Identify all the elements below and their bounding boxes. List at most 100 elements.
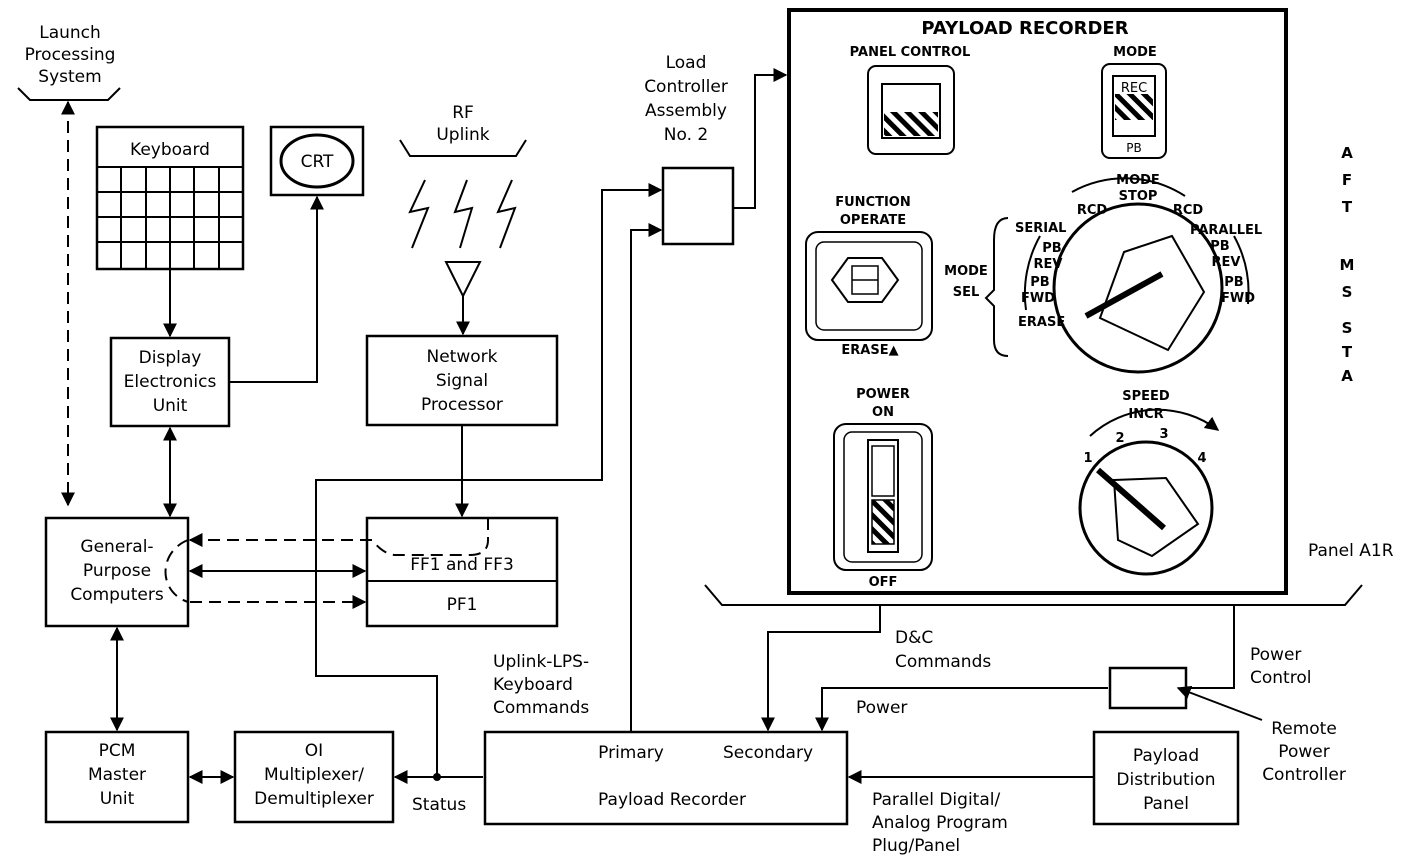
svg-text:1: 1 (1083, 451, 1092, 466)
svg-text:PB: PB (1210, 239, 1229, 254)
svg-text:REV: REV (1034, 257, 1063, 272)
panel-id-label: Panel A1R (1308, 541, 1394, 561)
svg-text:Master: Master (88, 765, 146, 785)
svg-text:OPERATE: OPERATE (840, 213, 906, 228)
svg-text:Payload: Payload (1133, 746, 1199, 766)
svg-text:M: M (1340, 256, 1355, 274)
svg-text:2: 2 (1115, 431, 1124, 446)
mode-pb-label: PB (1126, 141, 1141, 155)
general-purpose-computers: General- Purpose Computers (44, 516, 190, 628)
rf-uplink: RF Uplink (399, 103, 527, 299)
power-control-link (1186, 606, 1235, 689)
load-controller-assembly: Load Controller Assembly No. 2 (644, 53, 735, 246)
flight-forward-interfaces: FF1 and FF3 PF1 (365, 516, 559, 628)
svg-text:RCD: RCD (1077, 203, 1108, 218)
mode-rec-label: REC (1121, 81, 1147, 96)
keyboard: Keyboard (95, 125, 245, 271)
function-switch[interactable]: FUNCTION OPERATE ERASE▲ (805, 195, 933, 358)
svg-text:SERIAL: SERIAL (1015, 221, 1066, 236)
svg-text:MODE: MODE (1116, 173, 1160, 188)
svg-text:Network: Network (427, 347, 498, 367)
svg-text:S: S (1342, 319, 1353, 337)
svg-text:Display: Display (139, 348, 202, 368)
svg-text:CRT: CRT (301, 152, 334, 172)
deu-crt-link (229, 195, 324, 383)
svg-text:T: T (1342, 343, 1353, 361)
svg-text:T: T (1342, 198, 1353, 216)
svg-text:POWER: POWER (856, 387, 910, 402)
status-label: Status (412, 795, 466, 815)
power-label: Power (856, 698, 907, 718)
svg-text:Distribution: Distribution (1116, 770, 1215, 790)
svg-text:Purpose: Purpose (83, 561, 151, 581)
svg-text:Unit: Unit (153, 396, 188, 416)
speed-pointer (1096, 467, 1166, 531)
launch-processing-system: Launch Processing System (17, 23, 121, 101)
svg-text:RCD: RCD (1173, 203, 1204, 218)
svg-text:Unit: Unit (100, 789, 135, 809)
svg-text:Multiplexer/: Multiplexer/ (264, 765, 364, 785)
mode-pointer (1084, 271, 1164, 319)
svg-text:No. 2: No. 2 (664, 125, 708, 145)
svg-text:A: A (1341, 367, 1353, 385)
mode-indicator: REC PB (1101, 63, 1167, 159)
speed-incr-arc (1089, 408, 1220, 437)
dc-commands-link (761, 606, 881, 732)
power-switch[interactable]: POWER ON OFF (833, 387, 933, 590)
pf-label: PF1 (447, 595, 478, 615)
dc-commands-label: D&C Commands (895, 628, 991, 672)
crt: CRT (269, 125, 365, 197)
svg-text:Keyboard: Keyboard (493, 675, 573, 695)
svg-text:3: 3 (1159, 427, 1168, 442)
svg-text:Controller: Controller (1262, 765, 1346, 785)
panel-bracket (704, 584, 1363, 606)
mode-selector-dial[interactable]: MODE STOP RCD RCD SERIAL PARALLEL PB REV… (1015, 173, 1262, 374)
svg-text:MODE: MODE (1113, 45, 1157, 60)
svg-text:OI: OI (305, 741, 323, 761)
svg-text:REV: REV (1212, 255, 1241, 270)
payload-distribution-panel: Payload Distribution Panel (1092, 730, 1240, 826)
svg-text:PB: PB (1042, 241, 1061, 256)
svg-text:ON: ON (872, 405, 894, 420)
svg-text:Power: Power (1278, 742, 1329, 762)
svg-text:PB: PB (1030, 275, 1049, 290)
svg-text:Analog Program: Analog Program (872, 813, 1008, 833)
svg-text:Processing: Processing (25, 45, 116, 65)
aft-ms-sta-label: A F T M S S T A (1340, 144, 1355, 385)
svg-text:Parallel Digital/: Parallel Digital/ (872, 790, 1000, 810)
erase-arrow-label: ERASE▲ (841, 343, 898, 358)
svg-text:Launch: Launch (39, 23, 101, 43)
svg-text:SPEED: SPEED (1122, 389, 1170, 404)
svg-text:FWD: FWD (1021, 291, 1055, 306)
pcm-master-unit: PCM Master Unit (44, 730, 190, 824)
status-to-lca-link (315, 183, 663, 777)
primary-port: Primary (598, 743, 664, 763)
svg-text:STOP: STOP (1119, 189, 1158, 204)
svg-text:Keyboard: Keyboard (130, 140, 210, 160)
svg-text:Power: Power (1250, 645, 1301, 665)
svg-text:Commands: Commands (895, 652, 991, 672)
power-link (815, 687, 1108, 732)
lightning-icon (496, 179, 517, 249)
lps-bracket (17, 87, 121, 101)
svg-text:A: A (1341, 144, 1353, 162)
antenna-icon (444, 261, 482, 299)
svg-text:FUNCTION: FUNCTION (835, 195, 911, 210)
svg-text:4: 4 (1197, 451, 1206, 466)
svg-text:Demultiplexer: Demultiplexer (254, 789, 374, 809)
mode-sel-brace (984, 217, 1009, 357)
svg-text:System: System (38, 67, 101, 87)
svg-text:FWD: FWD (1221, 291, 1255, 306)
mode-sel-label: MODE SEL (944, 264, 988, 300)
display-electronics-unit: Display Electronics Unit (109, 336, 231, 428)
lca-panel-link (733, 68, 788, 209)
svg-text:OFF: OFF (869, 575, 898, 590)
svg-text:PB: PB (1224, 275, 1243, 290)
svg-text:PARALLEL: PARALLEL (1190, 223, 1262, 238)
speed-dial[interactable]: SPEED INCR 1 2 3 4 (1078, 389, 1220, 576)
svg-text:Remote: Remote (1271, 719, 1337, 739)
svg-text:Commands: Commands (493, 698, 589, 718)
rpc-label: Remote Power Controller (1262, 719, 1346, 785)
svg-text:Plug/Panel: Plug/Panel (872, 836, 960, 856)
